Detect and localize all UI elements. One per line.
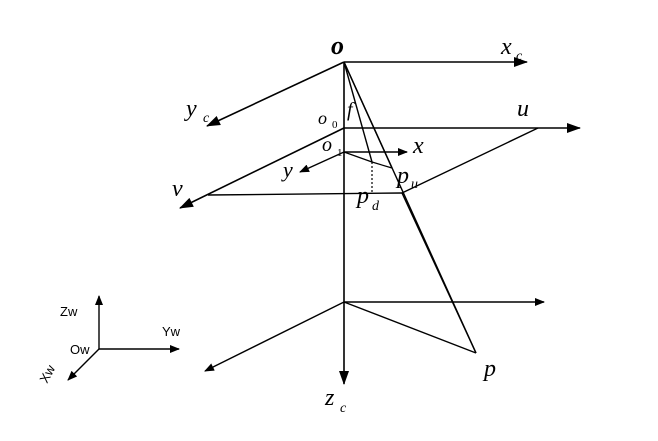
v-axis — [179, 127, 345, 209]
label-v: v — [172, 176, 183, 202]
label-ow: Ow — [70, 342, 90, 357]
xw-axis — [67, 348, 100, 381]
label-p: p — [482, 356, 496, 382]
pd-to-pu — [371, 161, 393, 169]
label-zw: Zw — [60, 304, 78, 319]
ray-to-pu — [343, 61, 393, 169]
lower-left-axis — [204, 301, 345, 372]
label-yc: y — [184, 96, 197, 122]
lower-to-p — [343, 301, 477, 354]
label-f: f — [347, 99, 355, 121]
yc-axis — [206, 61, 345, 127]
label-u: u — [517, 96, 529, 122]
o1-to-pd — [343, 151, 373, 163]
label-o1-sub: 1 — [337, 147, 343, 159]
label-xc-sub: c — [516, 49, 523, 64]
label-o1: o — [322, 134, 332, 156]
label-o0: o — [318, 108, 327, 128]
ray-to-pd — [343, 61, 373, 163]
label-pu-sub: u — [411, 177, 418, 192]
label-o: o — [331, 31, 344, 60]
label-xc: x — [500, 34, 512, 60]
pu-to-p — [401, 192, 477, 354]
label-y: y — [281, 157, 293, 182]
label-pu: p — [395, 163, 409, 189]
label-zc: z — [324, 385, 335, 411]
label-yw: Yw — [162, 324, 181, 339]
label-xw: Xw — [36, 362, 58, 386]
label-pd: p — [355, 183, 369, 209]
y-axis — [299, 151, 345, 173]
label-yc-sub: c — [203, 111, 210, 126]
plane-near-edge — [207, 192, 403, 196]
label-pd-sub: d — [372, 199, 380, 214]
label-zc-sub: c — [340, 401, 347, 416]
label-x: x — [412, 133, 424, 159]
label-o0-sub: 0 — [332, 119, 338, 131]
plane-far-edge — [401, 127, 539, 194]
